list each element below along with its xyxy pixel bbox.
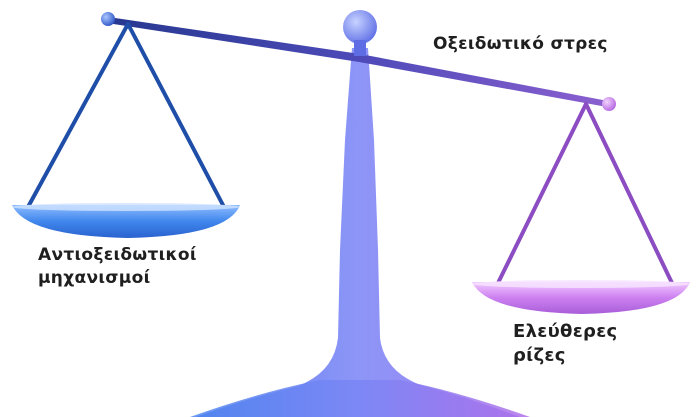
oxidative-stress-text: Οξειδωτικό στρες (433, 34, 608, 54)
left-pan (12, 205, 240, 238)
left-pan-rim (12, 203, 240, 211)
scale-beam (107, 17, 608, 107)
scale-knob-neck (354, 40, 366, 56)
scale-stand (196, 48, 520, 417)
free-radicals-line-2: ρίζες (513, 345, 566, 367)
oxidative-stress-label: Οξειδωτικό στρες (433, 33, 608, 56)
beam-right-end (602, 97, 616, 111)
antioxidant-line-1: Αντιοξειδωτικοί (38, 245, 197, 265)
free-radicals-line-1: Ελεύθερες (513, 321, 618, 342)
antioxidant-mechanisms-label: Αντιοξειδωτικοί μηχανισμοί (38, 244, 197, 290)
right-pan-strings (496, 102, 674, 285)
left-pan-strings (26, 22, 226, 209)
right-pan-rim (472, 280, 690, 288)
beam-left-end (101, 12, 115, 26)
scale-top-knob (343, 10, 377, 44)
scale-base (190, 380, 530, 417)
free-radicals-label: Ελεύθερες ρίζες (513, 320, 618, 369)
right-pan (472, 282, 690, 314)
antioxidant-line-2: μηχανισμοί (38, 267, 151, 288)
